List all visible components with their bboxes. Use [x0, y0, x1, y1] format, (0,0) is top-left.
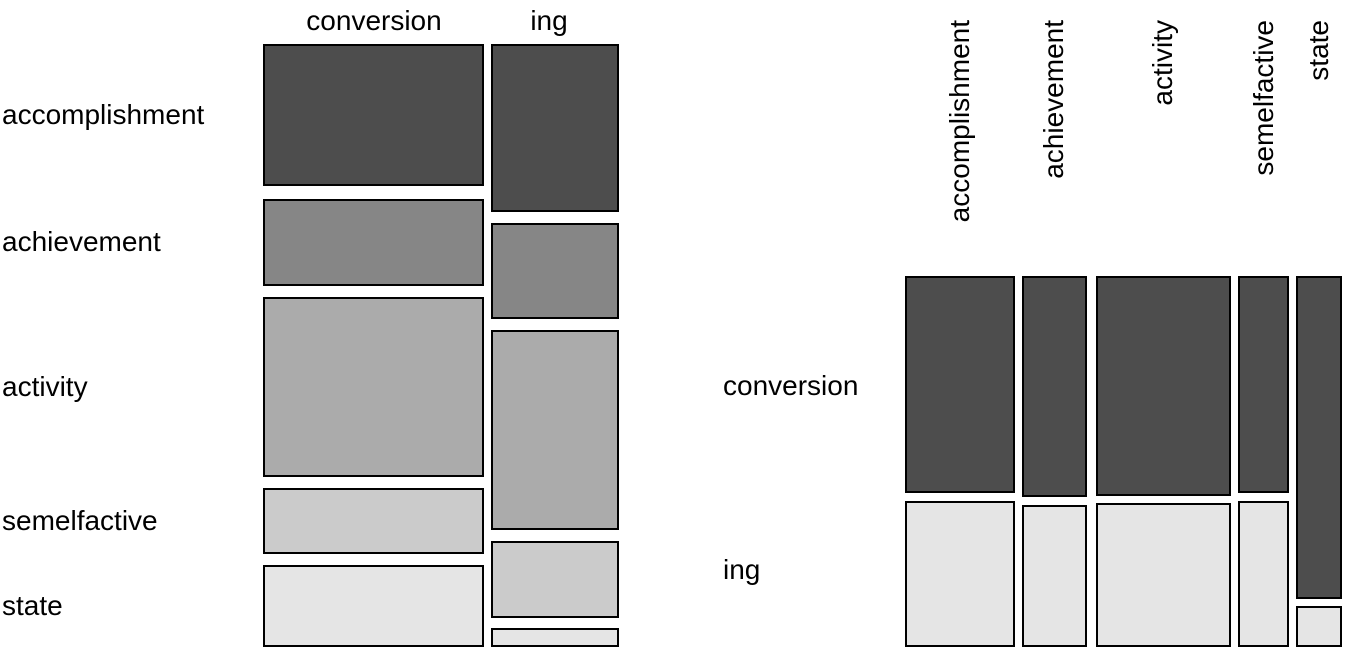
cell-accomplishment-conversion	[905, 276, 1015, 493]
row-label-ing: ing	[723, 554, 761, 585]
col-label-state: state	[1303, 20, 1334, 81]
cell-ing-achievement	[491, 223, 619, 319]
row-label-conversion: conversion	[723, 370, 859, 401]
cell-conversion-accomplishment	[263, 44, 484, 186]
col-label-achievement: achievement	[1038, 20, 1069, 179]
cell-ing-state	[491, 628, 619, 647]
col-label-conversion: conversion	[306, 5, 442, 36]
cell-activity-ing	[1096, 503, 1231, 647]
col-label-ing: ing	[530, 5, 568, 36]
col-label-accomplishment: accomplishment	[944, 20, 975, 223]
cell-ing-semelfactive	[491, 541, 619, 618]
row-label-achievement: achievement	[2, 226, 161, 257]
cell-conversion-semelfactive	[263, 488, 484, 554]
cell-state-conversion	[1296, 276, 1342, 599]
cell-achievement-conversion	[1022, 276, 1087, 497]
cell-activity-conversion	[1096, 276, 1231, 496]
col-label-activity: activity	[1147, 20, 1178, 106]
cell-achievement-ing	[1022, 505, 1087, 647]
cell-semelfactive-conversion	[1238, 276, 1289, 493]
cell-ing-activity	[491, 330, 619, 530]
cell-conversion-activity	[263, 297, 484, 477]
cell-semelfactive-ing	[1238, 501, 1289, 647]
cell-conversion-state	[263, 565, 484, 647]
col-label-semelfactive: semelfactive	[1248, 20, 1279, 176]
cell-conversion-achievement	[263, 199, 484, 286]
row-label-activity: activity	[2, 371, 88, 402]
row-label-semelfactive: semelfactive	[2, 505, 158, 536]
cell-ing-accomplishment	[491, 44, 619, 212]
cell-state-ing	[1296, 606, 1342, 647]
cell-accomplishment-ing	[905, 501, 1015, 647]
row-label-state: state	[2, 590, 63, 621]
row-label-accomplishment: accomplishment	[2, 99, 205, 130]
